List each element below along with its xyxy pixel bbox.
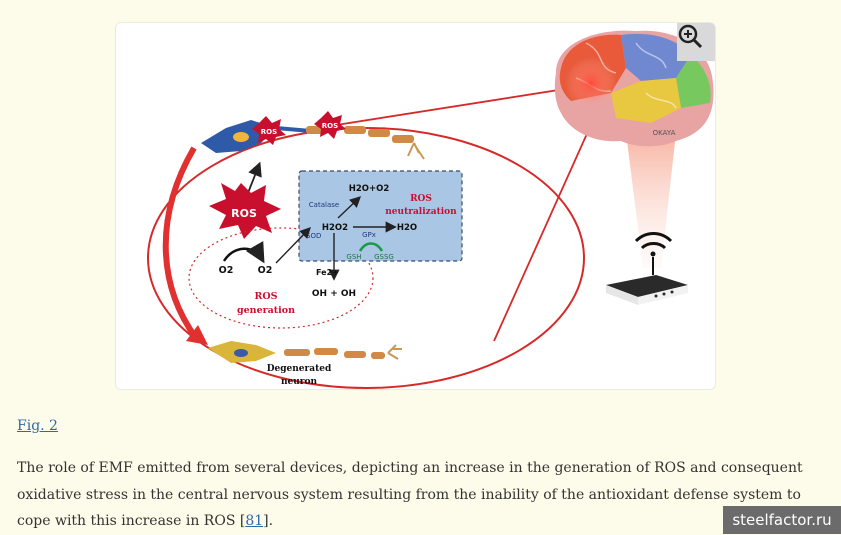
- gssg-label: GSSG: [374, 253, 394, 261]
- wifi-router-icon: [606, 232, 688, 305]
- projection-line-bottom: [493, 97, 604, 342]
- neuron-ellipse: [147, 127, 585, 389]
- zoom-button[interactable]: [677, 23, 715, 61]
- degenerated-neuron: [208, 341, 402, 363]
- ros-neutralization-box: [298, 170, 463, 262]
- zoom-in-icon: [678, 24, 703, 49]
- figure-link[interactable]: Fig. 2: [17, 418, 58, 434]
- caption-end: ].: [263, 513, 274, 529]
- watermark: steelfactor.ru: [723, 506, 841, 534]
- neutralization-label-1: ROS: [410, 194, 432, 204]
- water-oxygen-label: H2O+O2: [349, 184, 390, 194]
- healthy-neuron: [201, 120, 425, 160]
- neutralization-label-2: neutralization: [385, 207, 457, 217]
- o2-label-b: O2: [258, 265, 273, 276]
- h2o2-label: H2O2: [322, 223, 348, 233]
- h2o-label: H2O: [397, 223, 417, 233]
- ros-burst-axon: [314, 111, 346, 139]
- degenerated-label-1: Degenerated: [267, 364, 332, 374]
- gpx-label: GPx: [362, 231, 376, 239]
- gsh-label: GSH: [346, 253, 361, 261]
- o2-label-a: O2: [219, 265, 234, 276]
- figure-caption: The role of EMF emitted from several dev…: [17, 455, 817, 535]
- ros-burst-main: [209, 183, 281, 239]
- figure-image: ROS ROS ROS H2O+O2 Catalase ROS neutrali…: [115, 22, 716, 390]
- gsh-gssg-cycle-arrow: [358, 242, 384, 252]
- degeneration-arrow-head: [186, 325, 208, 345]
- projection-line-top: [310, 82, 604, 130]
- ros-neuron-label: ROS: [261, 128, 277, 136]
- ros-main-label: ROS: [231, 207, 257, 220]
- degenerated-label-2: neuron: [281, 377, 318, 387]
- emf-beam: [626, 133, 676, 268]
- fe-label: Fe2+: [316, 268, 339, 277]
- oh-label: OH + OH: [312, 289, 356, 299]
- sod-label: SOD: [306, 232, 321, 240]
- ros-burst-neuron: [252, 116, 286, 145]
- catalase-label: Catalase: [309, 201, 339, 209]
- generation-label-1: ROS: [254, 291, 277, 302]
- caption-text: The role of EMF emitted from several dev…: [17, 460, 803, 529]
- ros-axon-label: ROS: [322, 122, 338, 130]
- catalase-arrow: [337, 196, 362, 219]
- sod-arrow: [275, 226, 311, 264]
- generation-label-2: generation: [237, 305, 295, 316]
- degeneration-arrow: [162, 146, 199, 340]
- emf-ros-diagram: ROS ROS ROS H2O+O2 Catalase ROS neutrali…: [147, 30, 714, 389]
- brain-label: OKAYA: [653, 129, 676, 137]
- reference-link[interactable]: 81: [245, 513, 264, 529]
- o2-conversion-arrow: [222, 241, 265, 264]
- ros-generation-zone: [188, 227, 374, 329]
- brain-illustration: [554, 30, 714, 147]
